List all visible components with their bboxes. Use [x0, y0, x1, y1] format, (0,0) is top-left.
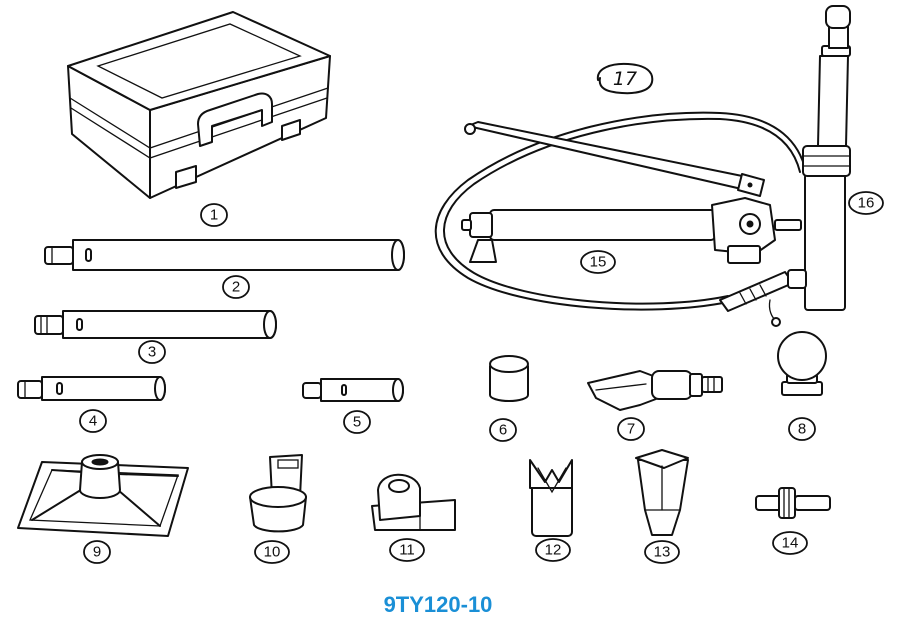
- callout-9: 9: [83, 540, 111, 564]
- v-notch-head: [529, 459, 573, 537]
- callout-8: 8: [788, 417, 816, 441]
- carrying-case: [67, 11, 331, 199]
- callout-14: 14: [772, 531, 808, 555]
- callout-11: 11: [389, 538, 425, 562]
- hydraulic-hose: [434, 111, 807, 327]
- callout-16: 16: [848, 191, 884, 215]
- plunger-cap: [489, 355, 529, 402]
- callout-10: 10: [254, 540, 290, 564]
- wedge-spreader: [587, 370, 723, 411]
- callout-3: 3: [138, 340, 166, 364]
- callout-label: 10: [264, 544, 281, 561]
- callout-label: 14: [782, 535, 799, 552]
- callout-label: 5: [353, 414, 361, 431]
- callout-label: 11: [399, 542, 415, 559]
- callout-1: 1: [200, 203, 228, 227]
- callout-4: 4: [79, 409, 107, 433]
- callout-label: 12: [545, 542, 562, 559]
- callout-label: 7: [627, 421, 635, 438]
- callout-7: 7: [617, 417, 645, 441]
- extension-tube-long: [44, 239, 405, 271]
- callout-2: 2: [222, 275, 250, 299]
- callout-label: 13: [654, 544, 671, 561]
- callout-13: 13: [644, 540, 680, 564]
- callout-label: 8: [798, 421, 806, 438]
- callout-12: 12: [535, 538, 571, 562]
- callout-label: 4: [89, 413, 97, 430]
- callout-label: 15: [590, 254, 607, 271]
- callout-label: 3: [148, 344, 156, 361]
- callout-6: 6: [489, 418, 517, 442]
- ball-head: [777, 331, 827, 396]
- male-connector: [755, 487, 831, 519]
- callout-label: 6: [499, 422, 507, 439]
- callout-label: 17: [613, 68, 637, 90]
- callout-label: 9: [93, 544, 101, 561]
- part-code: 9TY120-10: [383, 592, 493, 617]
- hydraulic-ram: [787, 5, 851, 311]
- hand-pump: [461, 121, 802, 264]
- callout-label: 16: [858, 195, 875, 212]
- extension-tube-short: [17, 376, 166, 401]
- callout-15: 15: [580, 250, 616, 274]
- base-plate: [17, 454, 189, 537]
- callout-label: 2: [232, 279, 240, 296]
- callout-17: 17: [596, 62, 654, 95]
- saddle-block: [371, 473, 456, 531]
- extension-tube-medium: [34, 310, 277, 339]
- extension-tube-shortest: [302, 378, 404, 402]
- cup-head: [249, 454, 307, 533]
- flat-head: [635, 449, 689, 536]
- callout-5: 5: [343, 410, 371, 434]
- callout-label: 1: [210, 207, 218, 224]
